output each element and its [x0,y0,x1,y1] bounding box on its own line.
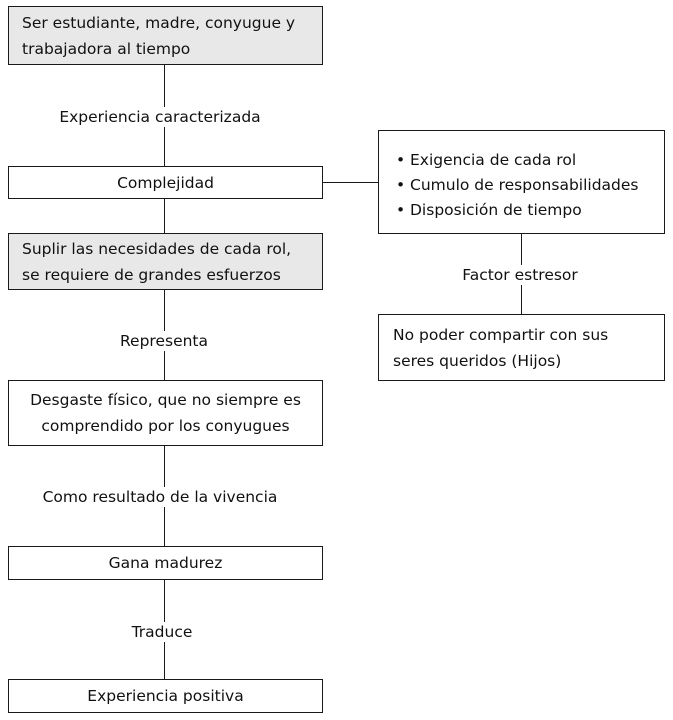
bullet-icon: • [396,201,406,219]
edge-label-como-resultado: Como resultado de la vivencia [42,487,278,507]
node-complejidad-label: Complejidad [117,173,214,192]
side-bullet-item: •Cumulo de responsabilidades [396,173,664,198]
node-no-poder-line-1: No poder compartir con sus [393,325,609,344]
node-suplir-necesidades: Suplir las necesidades de cada rol, se r… [8,233,323,290]
node-suplir-line-2: se requiere de grandes esfuerzos [22,265,281,284]
bullet-icon: • [396,176,406,194]
node-complejidad: Complejidad [8,166,323,199]
node-suplir-line-1: Suplir las necesidades de cada rol, [22,239,292,258]
node-side-bullets: •Exigencia de cada rol •Cumulo de respon… [378,130,665,234]
connector-n2-n3 [164,199,166,233]
side-bullet-text: Disposición de tiempo [410,201,582,219]
node-no-poder-compartir: No poder compartir con sus seres querido… [378,314,665,381]
node-gana-madurez-label: Gana madurez [108,554,223,572]
side-bullet-list: •Exigencia de cada rol •Cumulo de respon… [396,148,664,223]
node-desgaste-line-1: Desgaste físico, que no siempre es [30,391,301,409]
side-bullet-item: •Exigencia de cada rol [396,148,664,173]
edge-label-traduce: Traduce [131,622,193,642]
connector-n2-side [323,182,379,184]
node-no-poder-line-2: seres queridos (Hijos) [393,351,562,370]
side-bullet-item: •Disposición de tiempo [396,198,664,223]
node-desgaste-line-2: comprendido por los conyugues [41,417,290,435]
node-ser-estudiante: Ser estudiante, madre, conyugue y trabaj… [8,6,323,65]
node-ser-estudiante-line-2: trabajadora al tiempo [22,39,191,58]
node-gana-madurez: Gana madurez [8,546,323,580]
node-experiencia-positiva-label: Experiencia positiva [87,687,244,705]
side-bullet-text: Cumulo de responsabilidades [410,176,639,194]
node-ser-estudiante-line-1: Ser estudiante, madre, conyugue y [22,13,296,32]
side-bullet-text: Exigencia de cada rol [410,151,577,169]
edge-label-factor-estresor: Factor estresor [462,265,578,285]
edge-label-representa: Representa [119,331,209,351]
bullet-icon: • [396,151,406,169]
node-experiencia-positiva: Experiencia positiva [8,679,323,713]
edge-label-experiencia-caracterizada: Experiencia caracterizada [59,107,261,127]
node-desgaste-fisico: Desgaste físico, que no siempre es compr… [8,380,323,446]
